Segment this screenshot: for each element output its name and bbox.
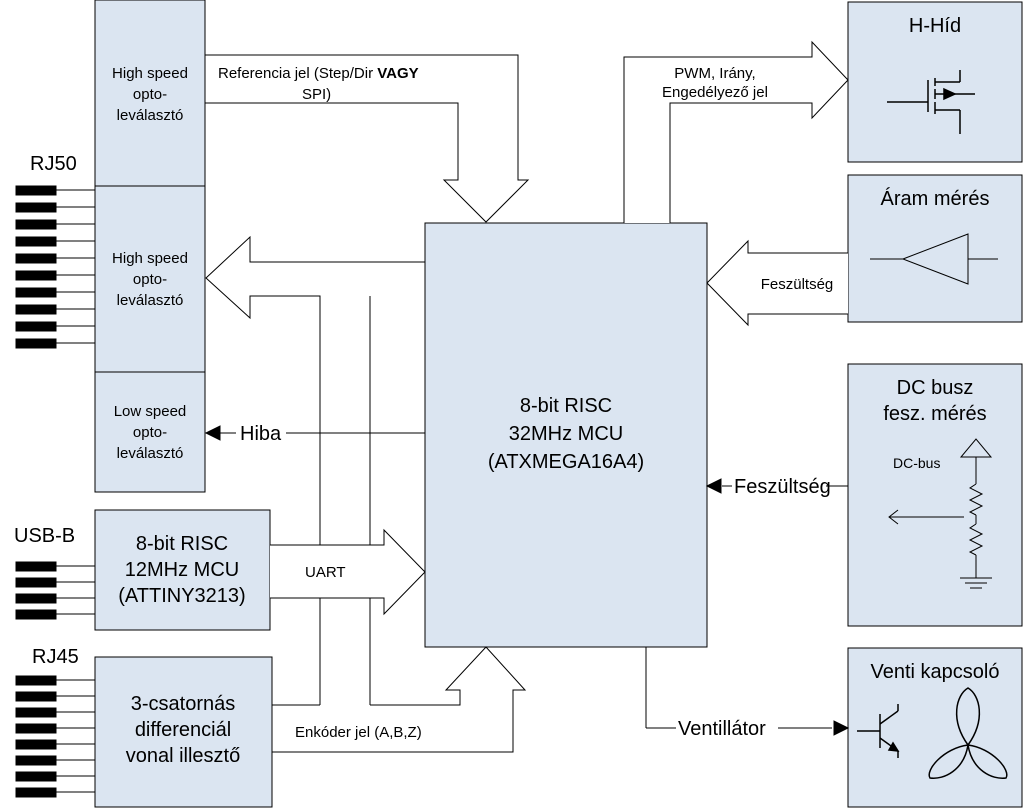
uart-signal-arrow — [270, 528, 426, 616]
reference-signal-arrow — [204, 54, 530, 223]
reference-signal-label: Referencia jel (Step/Dir VAGY — [218, 65, 419, 82]
dc-bus-voltage-label: Feszültség — [734, 476, 831, 498]
svg-text:8-bit RISC: 8-bit RISC — [520, 395, 612, 417]
fan-icon — [928, 687, 1008, 779]
fan-control-label: Ventillátor — [678, 718, 766, 740]
rj45-label: RJ45 — [32, 646, 79, 668]
svg-text:H-Híd: H-Híd — [909, 15, 961, 37]
svg-text:8-bit RISC: 8-bit RISC — [136, 533, 228, 555]
transistor-icon — [857, 704, 900, 758]
encoder-signal-label: Enkóder jel (A,B,Z) — [295, 724, 422, 741]
pwm-signal-label-1: PWM, Irány, — [674, 65, 755, 82]
opto-isolator-high-2: High speed opto- leválasztó — [94, 185, 206, 373]
aux-mcu-block: 8-bit RISC 12MHz MCU (ATTINY3213) — [94, 509, 271, 631]
svg-text:(ATXMEGA16A4): (ATXMEGA16A4) — [488, 451, 644, 473]
svg-text:leválasztó: leválasztó — [117, 292, 184, 309]
svg-text:vonal illesztő: vonal illesztő — [126, 745, 241, 767]
svg-text:opto-: opto- — [133, 271, 167, 288]
svg-text:(ATTINY3213): (ATTINY3213) — [118, 585, 245, 607]
svg-text:Venti kapcsoló: Venti kapcsoló — [871, 661, 1000, 683]
svg-text:leválasztó: leválasztó — [117, 445, 184, 462]
svg-text:Áram mérés: Áram mérés — [881, 187, 990, 210]
amplifier-icon — [870, 233, 998, 285]
mcu-to-opto-arrow — [205, 235, 425, 510]
rj50-label: RJ50 — [30, 153, 77, 175]
fan-control-arrow — [645, 647, 850, 736]
current-voltage-label: Feszültség — [761, 276, 834, 293]
current-voltage-arrow — [706, 239, 848, 327]
error-signal-arrow — [204, 425, 425, 441]
mosfet-icon — [887, 70, 975, 134]
opto-isolator-low: Low speed opto- leválasztó — [94, 371, 206, 493]
rj45-connector — [15, 675, 95, 798]
svg-text:12MHz MCU: 12MHz MCU — [125, 559, 239, 581]
fan-switch-block: Venti kapcsoló — [847, 647, 1023, 808]
usb-b-connector — [15, 561, 95, 620]
line-interface-block: 3-csatornás differenciál vonal illesztő — [94, 656, 273, 808]
error-signal-label: Hiba — [240, 423, 282, 445]
opto-isolator-high-1: High speed opto- leválasztó — [94, 0, 206, 187]
rj50-connector — [15, 185, 95, 349]
dc-bus-voltage-arrow — [705, 478, 848, 494]
svg-text:opto-: opto- — [133, 86, 167, 103]
svg-text:fesz. mérés: fesz. mérés — [883, 403, 986, 425]
svg-text:Low speed: Low speed — [114, 403, 187, 420]
svg-text:opto-: opto- — [133, 424, 167, 441]
pwm-signal-label-2: Engedélyező jel — [662, 84, 768, 101]
reference-signal-label-2: SPI) — [302, 86, 331, 103]
svg-text:differenciál: differenciál — [135, 719, 231, 741]
dc-bus-label: DC-bus — [893, 455, 940, 471]
svg-text:32MHz MCU: 32MHz MCU — [509, 423, 623, 445]
main-mcu-block: 8-bit RISC 32MHz MCU (ATXMEGA16A4) — [424, 222, 708, 648]
svg-text:High speed: High speed — [112, 65, 188, 82]
usb-b-label: USB-B — [14, 525, 75, 547]
encoder-signal-arrow — [272, 646, 527, 753]
svg-text:leválasztó: leválasztó — [117, 107, 184, 124]
svg-text:High speed: High speed — [112, 250, 188, 267]
h-bridge-block: H-Híd — [847, 1, 1023, 163]
svg-text:DC busz: DC busz — [897, 377, 974, 399]
uart-signal-label: UART — [305, 564, 346, 581]
voltage-divider-icon — [888, 438, 993, 589]
pwm-signal-arrow — [623, 40, 849, 223]
current-measurement-block: Áram mérés — [847, 174, 1023, 323]
svg-text:3-csatornás: 3-csatornás — [131, 693, 236, 715]
dc-bus-measurement-block: DC busz fesz. mérés DC-bus — [847, 363, 1023, 627]
